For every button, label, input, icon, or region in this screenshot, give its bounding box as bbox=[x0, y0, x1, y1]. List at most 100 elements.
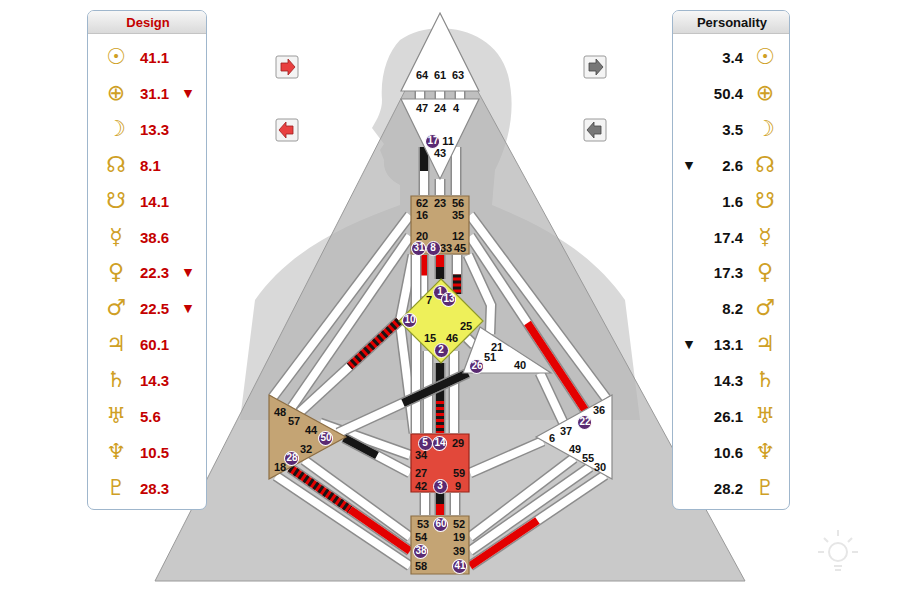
gate-number: 44 bbox=[305, 425, 317, 436]
gate-number: 11 bbox=[442, 136, 454, 147]
gate-circle: 8 bbox=[426, 241, 441, 256]
planet-symbol: ♇ bbox=[106, 477, 126, 499]
gate-line-value: 3.4 bbox=[722, 50, 743, 65]
gate-number: 30 bbox=[594, 462, 606, 473]
channel bbox=[470, 236, 585, 410]
gate-number: 51 bbox=[484, 352, 496, 363]
planet-panel: Design☉41.1⊕31.1▼☽13.3☊8.1☋14.1☿38.6♀22.… bbox=[87, 10, 207, 510]
channel bbox=[456, 147, 457, 195]
gate-circle: 13 bbox=[441, 292, 456, 307]
gate-circle: 28 bbox=[284, 451, 299, 466]
gate-number: 58 bbox=[415, 561, 427, 572]
planet-symbol: ♅ bbox=[755, 405, 775, 427]
gate-number: 62 bbox=[416, 198, 428, 209]
gate-number: 22 bbox=[579, 417, 590, 427]
channel-outline bbox=[467, 338, 474, 345]
channel-body bbox=[436, 91, 444, 99]
gate-circle: 17 bbox=[425, 134, 440, 149]
gate-number: 13 bbox=[443, 294, 454, 304]
head-center: 646163 bbox=[400, 12, 480, 92]
channel bbox=[344, 438, 410, 473]
body-triangle bbox=[155, 22, 745, 581]
channel bbox=[440, 179, 441, 195]
gate-number: 8 bbox=[430, 243, 436, 253]
gate-number: 50 bbox=[320, 433, 331, 443]
gate-number: 17 bbox=[427, 136, 438, 146]
channel-outline bbox=[435, 363, 446, 433]
gate-line-value: 22.5 bbox=[140, 301, 169, 316]
gate-circle: 38 bbox=[413, 544, 428, 559]
gate-number: 32 bbox=[300, 444, 312, 455]
channel-body bbox=[276, 476, 410, 566]
gate-number: 40 bbox=[514, 360, 526, 371]
channel-body bbox=[290, 468, 410, 551]
gate-number: 20 bbox=[416, 231, 428, 242]
marker-triangle: ▼ bbox=[184, 87, 192, 98]
gate-circle: 10 bbox=[402, 313, 417, 328]
channel bbox=[290, 468, 410, 551]
gate-number: 43 bbox=[434, 148, 446, 159]
gate-number: 25 bbox=[460, 321, 472, 332]
gate-line-value: 28.2 bbox=[714, 480, 743, 495]
planet-symbol: ♀ bbox=[108, 261, 124, 283]
channel-outline bbox=[420, 493, 431, 515]
planet-symbol: ☋ bbox=[755, 190, 775, 212]
gate-line-value: 17.4 bbox=[714, 229, 743, 244]
channel-body bbox=[470, 475, 605, 566]
channel bbox=[467, 338, 474, 345]
channel bbox=[454, 351, 455, 433]
channel-activation bbox=[436, 493, 444, 504]
gate-number: 38 bbox=[415, 546, 426, 556]
channel bbox=[460, 91, 461, 99]
gate-number: 64 bbox=[416, 70, 428, 81]
gate-circle: 60 bbox=[433, 517, 448, 532]
gate-number: 47 bbox=[416, 103, 428, 114]
channel-body bbox=[436, 179, 444, 195]
gate-circle: 5 bbox=[418, 436, 433, 451]
planet-symbol: ♂ bbox=[106, 297, 126, 319]
planet-symbol: ☊ bbox=[106, 154, 126, 176]
gate-circle: 2 bbox=[434, 343, 449, 358]
gate-number: 23 bbox=[434, 198, 446, 209]
channel-outline bbox=[290, 468, 410, 551]
planet-symbol: ☽ bbox=[755, 118, 775, 140]
gate-number: 19 bbox=[453, 532, 465, 543]
gate-circle: 26 bbox=[469, 359, 484, 374]
gate-number: 37 bbox=[560, 426, 572, 437]
channel bbox=[455, 493, 456, 515]
marker-triangle: ▼ bbox=[184, 267, 192, 278]
channel-outline bbox=[300, 321, 399, 412]
channel-activation bbox=[436, 255, 444, 267]
gate-number: 36 bbox=[593, 405, 605, 416]
channel bbox=[540, 373, 563, 422]
channel bbox=[423, 255, 424, 296]
gate-line-value: 3.5 bbox=[722, 121, 743, 136]
gate-line-value: 5.6 bbox=[140, 409, 161, 424]
gate-number: 15 bbox=[424, 333, 436, 344]
channel-body bbox=[300, 321, 399, 412]
planet-symbol: ☋ bbox=[106, 190, 126, 212]
gate-number: 27 bbox=[415, 468, 427, 479]
gate-circle: 41 bbox=[452, 559, 467, 574]
gate-line-value: 10.5 bbox=[140, 444, 169, 459]
planet-symbol: ☿ bbox=[758, 226, 772, 248]
planet-symbol: ♆ bbox=[755, 441, 775, 463]
gate-number: 1 bbox=[437, 287, 443, 297]
gate-line-value: 17.3 bbox=[714, 265, 743, 280]
gate-number: 6 bbox=[549, 433, 555, 444]
channel-body bbox=[467, 338, 474, 345]
gate-line-value: 8.1 bbox=[140, 157, 161, 172]
planet-symbol: ♂ bbox=[755, 297, 775, 319]
channel bbox=[440, 493, 441, 515]
gate-number: 24 bbox=[434, 103, 446, 114]
gate-line-value: 2.6 bbox=[722, 157, 743, 172]
gate-number: 12 bbox=[452, 231, 464, 242]
marker-triangle: ▼ bbox=[685, 339, 693, 350]
channel-body bbox=[436, 363, 444, 433]
ajna-center: 47244114317 bbox=[400, 98, 480, 180]
channel-activation bbox=[436, 267, 444, 279]
channel-outline bbox=[470, 441, 543, 473]
spleen-center: 48574432185028 bbox=[268, 394, 348, 480]
planet-symbol: ☉ bbox=[755, 46, 775, 68]
gate-number: 33 bbox=[440, 243, 452, 254]
